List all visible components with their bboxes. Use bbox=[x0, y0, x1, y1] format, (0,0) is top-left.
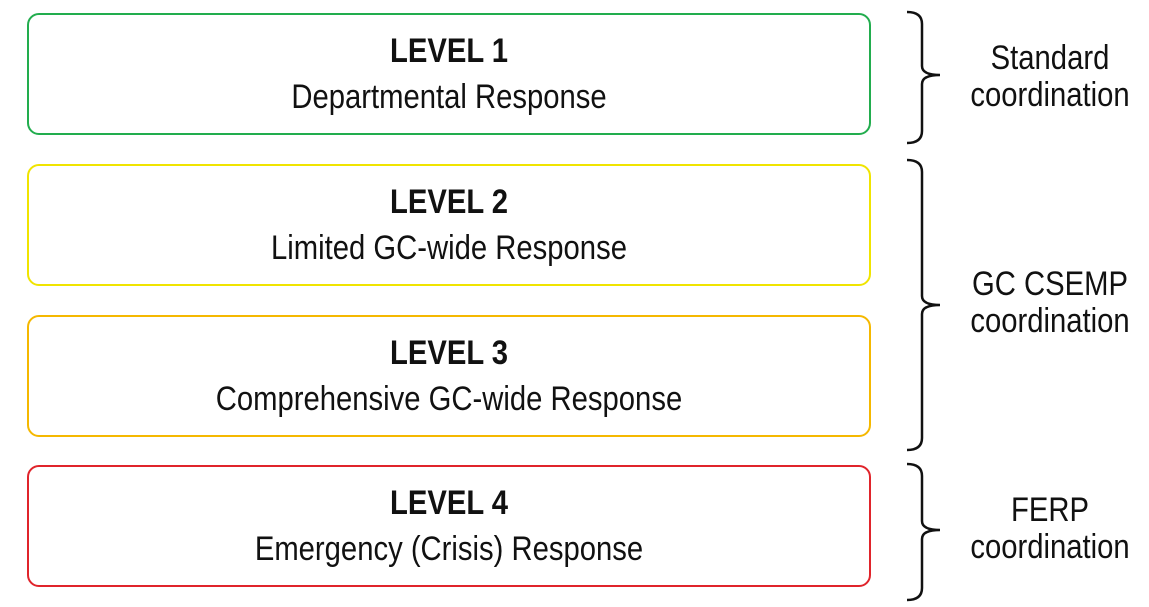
group-gc-csemp-line1: GC CSEMP bbox=[972, 265, 1128, 303]
group-standard-line2: coordination bbox=[970, 76, 1130, 114]
group-standard-label: Standard coordination bbox=[950, 40, 1149, 114]
level-2-box: LEVEL 2 Limited GC-wide Response bbox=[27, 164, 871, 286]
brace-standard bbox=[906, 10, 941, 145]
level-1-box: LEVEL 1 Departmental Response bbox=[27, 13, 871, 135]
level-2-title: LEVEL 2 bbox=[389, 183, 509, 221]
level-1-title: LEVEL 1 bbox=[389, 32, 509, 70]
group-gc-csemp-line2: coordination bbox=[970, 302, 1130, 340]
level-3-box: LEVEL 3 Comprehensive GC-wide Response bbox=[27, 315, 871, 437]
level-4-box: LEVEL 4 Emergency (Crisis) Response bbox=[27, 465, 871, 587]
level-3-title: LEVEL 3 bbox=[389, 334, 509, 372]
level-2-description: Limited GC-wide Response bbox=[271, 229, 627, 267]
level-4-description: Emergency (Crisis) Response bbox=[254, 530, 644, 568]
level-1-description: Departmental Response bbox=[291, 78, 607, 116]
brace-gc-csemp bbox=[906, 158, 941, 452]
level-4-title: LEVEL 4 bbox=[389, 484, 509, 522]
level-3-description: Comprehensive GC-wide Response bbox=[215, 380, 683, 418]
group-ferp-line2: coordination bbox=[970, 528, 1130, 566]
group-gc-csemp-label: GC CSEMP coordination bbox=[950, 266, 1149, 340]
brace-ferp bbox=[906, 462, 941, 602]
group-ferp-line1: FERP bbox=[1011, 491, 1089, 529]
group-ferp-label: FERP coordination bbox=[950, 492, 1149, 566]
group-standard-line1: Standard bbox=[990, 39, 1110, 77]
